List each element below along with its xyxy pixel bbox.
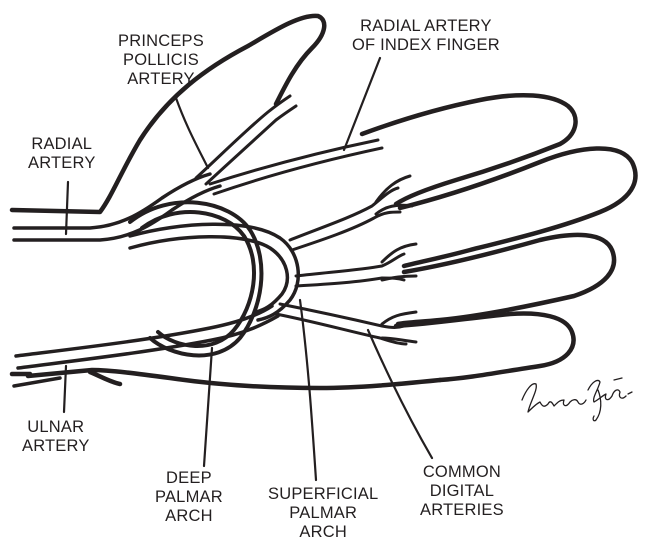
label-radial-artery-of-index-finger: RADIAL ARTERY OF INDEX FINGER — [352, 17, 500, 55]
leader-lines — [64, 58, 432, 480]
ulnar-edge-outline — [90, 372, 120, 384]
label-ulnar-artery: ULNAR ARTERY — [22, 418, 90, 456]
hand-outline — [12, 16, 635, 388]
label-superficial-palmar-arch: SUPERFICIAL PALMAR ARCH — [268, 485, 378, 542]
label-princeps-pollicis-artery: PRINCEPS POLLICIS ARTERY — [118, 32, 204, 89]
label-radial-artery: RADIAL ARTERY — [28, 135, 96, 173]
artist-signature — [518, 360, 636, 430]
radial-index-artery — [210, 140, 382, 194]
princeps-pollicis-artery — [196, 96, 296, 184]
label-common-digital-arteries: COMMON DIGITAL ARTERIES — [420, 463, 504, 520]
label-deep-palmar-arch: DEEP PALMAR ARCH — [155, 469, 223, 526]
leader-princeps — [176, 98, 208, 168]
leader-radial — [66, 182, 68, 234]
leader-common — [368, 330, 432, 458]
ring-finger-outline — [398, 235, 614, 324]
leader-deep — [204, 348, 212, 466]
